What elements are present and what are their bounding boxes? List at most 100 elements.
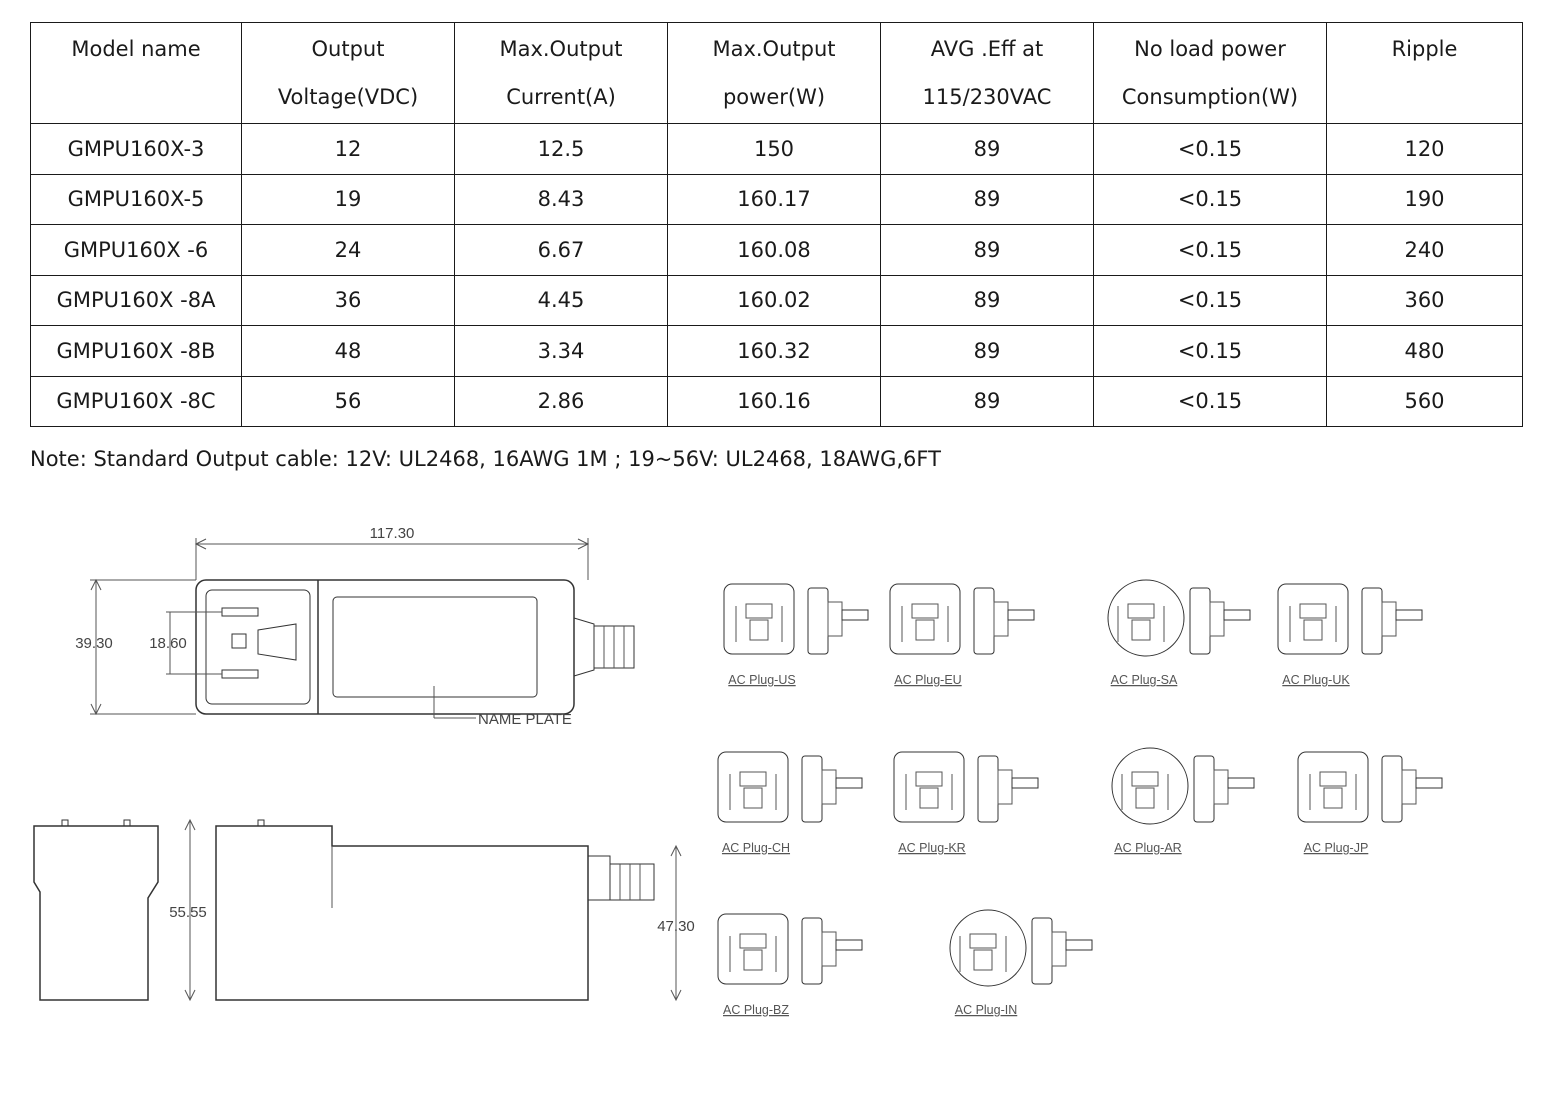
column-header: Ripple (1326, 22, 1523, 124)
table-cell: 48 (241, 325, 455, 377)
table-cell: 89 (880, 123, 1094, 175)
table-cell: 560 (1326, 375, 1523, 427)
top-view-drawing: 117.30 39.30 18.60 NAME PLATE (75, 525, 635, 728)
plug-adapter-ar: AC Plug-AR (1111, 747, 1255, 855)
plug-caption: AC Plug-JP (1304, 841, 1369, 855)
table-cell: 36 (241, 274, 455, 326)
table-cell: <0.15 (1093, 274, 1327, 326)
table-cell: <0.15 (1093, 123, 1327, 175)
table-cell: 12 (241, 123, 455, 175)
table-cell: 56 (241, 375, 455, 427)
plug-adapter-ch: AC Plug-CH (717, 751, 863, 855)
table-cell: 150 (667, 123, 881, 175)
column-header-line1: AVG .Eff at (930, 37, 1044, 61)
column-header-line2: power(W) (722, 85, 826, 109)
table-cell: <0.15 (1093, 224, 1327, 276)
column-header-line1: Max.Output (499, 37, 623, 61)
column-header-line1: Model name (71, 37, 201, 61)
column-header-line1: Output (311, 37, 385, 61)
table-cell: 480 (1326, 325, 1523, 377)
table-cell: 160.02 (667, 274, 881, 326)
column-header-line2: Voltage(VDC) (277, 85, 419, 109)
plug-caption: AC Plug-SA (1111, 673, 1178, 687)
column-header-line2: Current(A) (506, 85, 616, 109)
table-cell: 2.86 (454, 375, 668, 427)
plug-caption: AC Plug-KR (898, 841, 965, 855)
dim-length-label: 117.30 (370, 525, 415, 542)
column-header-line2: 115/230VAC (922, 85, 1052, 109)
table-cell: 160.08 (667, 224, 881, 276)
plug-caption: AC Plug-IN (955, 1003, 1018, 1017)
column-header: Max.Output power(W) (667, 22, 881, 124)
mechanical-drawings: 117.30 39.30 18.60 NAME PLATE (33, 525, 1443, 1017)
column-header: AVG .Eff at 115/230VAC (880, 22, 1094, 124)
model-name-cell: GMPU160X-3 (30, 123, 242, 175)
cable-note: Note: Standard Output cable: 12V: UL2468… (30, 447, 941, 471)
table-cell: 89 (880, 224, 1094, 276)
table-cell: 120 (1326, 123, 1523, 175)
model-name-cell: GMPU160X -8A (30, 274, 242, 326)
model-name-cell: GMPU160X -8B (30, 325, 242, 377)
table-cell: 89 (880, 325, 1094, 377)
table-cell: 160.32 (667, 325, 881, 377)
table-cell: <0.15 (1093, 173, 1327, 225)
table-cell: 89 (880, 274, 1094, 326)
side-view-drawing: 55.55 47.30 (33, 818, 695, 1002)
column-header-line1: No load power (1134, 37, 1286, 61)
plug-adapter-us: AC Plug-US (723, 583, 869, 687)
plug-adapter-bz: AC Plug-BZ (717, 913, 863, 1017)
model-name-cell: GMPU160X -6 (30, 224, 242, 276)
plug-adapter-eu: AC Plug-EU (889, 583, 1035, 687)
model-name-cell: GMPU160X -8C (30, 375, 242, 427)
table-cell: <0.15 (1093, 375, 1327, 427)
table-cell: 4.45 (454, 274, 668, 326)
plug-caption: AC Plug-EU (894, 673, 961, 687)
table-cell: 12.5 (454, 123, 668, 175)
plug-caption: AC Plug-US (728, 673, 795, 687)
table-cell: 89 (880, 173, 1094, 225)
table-cell: 89 (880, 375, 1094, 427)
table-cell: 6.67 (454, 224, 668, 276)
table-cell: 19 (241, 173, 455, 225)
model-name-cell: GMPU160X-5 (30, 173, 242, 225)
table-cell: 160.16 (667, 375, 881, 427)
table-cell: 360 (1326, 274, 1523, 326)
column-header-line2: Consumption(W) (1121, 85, 1299, 109)
plug-adapter-kr: AC Plug-KR (893, 751, 1039, 855)
column-header-line1: Ripple (1391, 37, 1458, 61)
plug-adapter-sa: AC Plug-SA (1107, 579, 1251, 687)
dim-inlet-label: 18.60 (149, 635, 187, 652)
plug-caption: AC Plug-BZ (723, 1003, 789, 1017)
dim-body-height-label: 47.30 (657, 918, 695, 935)
plug-adapter-uk: AC Plug-UK (1277, 583, 1423, 687)
column-header-line1: Max.Output (712, 37, 836, 61)
table-cell: 160.17 (667, 173, 881, 225)
plug-caption: AC Plug-CH (722, 841, 790, 855)
dim-height-label: 39.30 (75, 635, 113, 652)
column-header: Model name (30, 22, 242, 124)
plug-adapter-jp: AC Plug-JP (1297, 751, 1443, 855)
plug-adapter-in: AC Plug-IN (949, 909, 1093, 1017)
table-cell: 24 (241, 224, 455, 276)
table-cell: 8.43 (454, 173, 668, 225)
plug-caption: AC Plug-AR (1114, 841, 1181, 855)
table-cell: 3.34 (454, 325, 668, 377)
table-cell: <0.15 (1093, 325, 1327, 377)
table-cell: 240 (1326, 224, 1523, 276)
plug-adapter-set: AC Plug-US AC Plug-EU AC Plug-SA AC Plug-UK… (717, 579, 1443, 1017)
table-cell: 190 (1326, 173, 1523, 225)
plug-caption: AC Plug-UK (1282, 673, 1350, 687)
dim-side-height-label: 55.55 (169, 904, 207, 921)
